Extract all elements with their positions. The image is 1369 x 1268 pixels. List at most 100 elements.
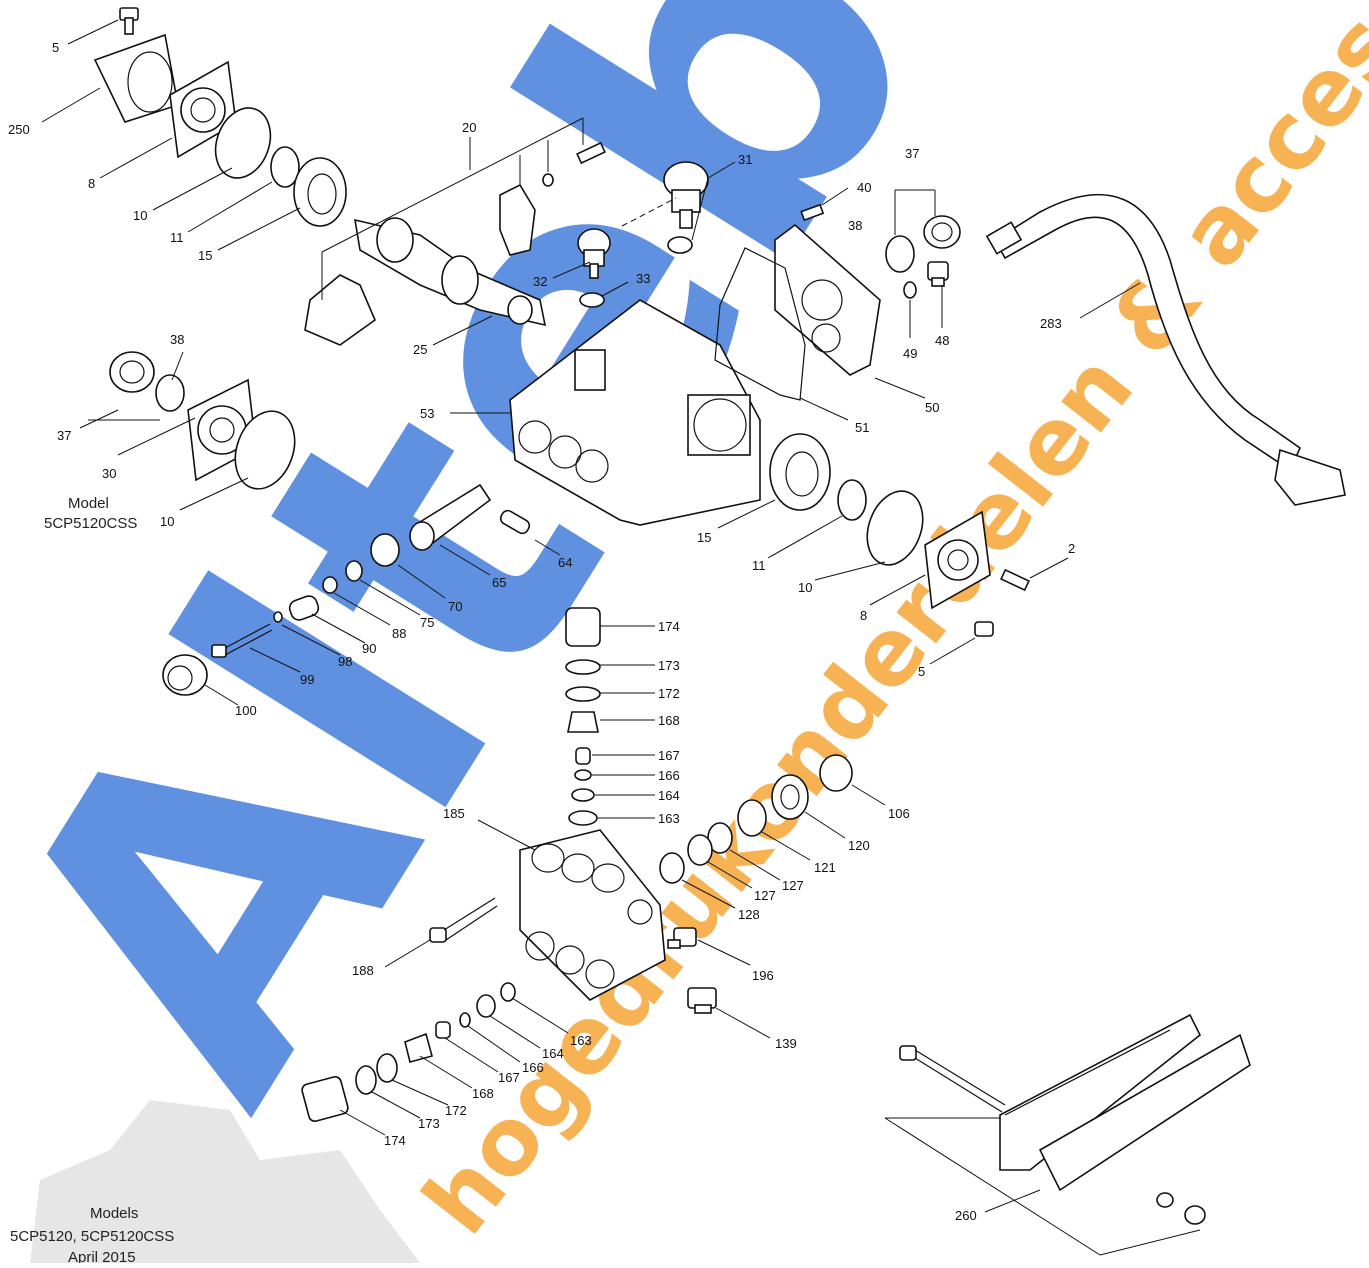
seal-11-right [837,479,867,521]
oring-121 [737,799,767,837]
key-2 [1000,568,1030,592]
label-5-top: 5 [52,40,59,55]
label-98: 98 [338,654,352,669]
oring-49 [903,281,917,299]
bearing-15-right [769,433,831,511]
label-31: 31 [738,152,752,167]
label-5-right: 5 [918,664,925,679]
hose-283 [985,194,1346,506]
bracket-260 [899,1013,1251,1225]
label-15-right: 15 [697,530,711,545]
label-163-bottom: 163 [570,1033,592,1048]
oring-10-right [866,490,924,566]
label-120: 120 [848,838,870,853]
manifold-185 [519,829,666,1001]
pin-64 [499,509,531,535]
models-caption-line2: 5CP5120, 5CP5120CSS [10,1228,174,1245]
seal-120 [771,774,809,820]
label-15-top: 15 [198,248,212,263]
oring-10-top [214,107,272,179]
label-37-right: 37 [905,146,919,161]
label-172-top: 172 [658,686,680,701]
label-53: 53 [420,406,434,421]
captions: Model 5CP5120CSS Models 5CP5120, 5CP5120… [10,495,174,1266]
callout-labels: 5 250 8 10 11 15 20 25 31 32 33 40 37 38… [8,40,1075,1223]
label-174-top: 174 [658,619,680,634]
label-32: 32 [533,274,547,289]
label-188: 188 [352,963,374,978]
label-139: 139 [775,1036,797,1051]
oring-10-left [234,410,296,490]
plug-37-right [923,215,961,249]
label-121: 121 [814,860,836,875]
plunger-rod-65 [409,483,492,551]
label-38-right: 38 [848,218,862,233]
gasket-51 [714,247,806,401]
oring-33 [579,292,605,308]
label-167-bottom: 167 [498,1070,520,1085]
label-2: 2 [1068,541,1075,556]
label-174-bottom: 174 [384,1133,406,1148]
label-173-top: 173 [658,658,680,673]
label-90: 90 [362,641,376,656]
plug-139 [687,987,717,1014]
oring-31b [667,236,693,254]
label-25: 25 [413,342,427,357]
seal-106 [819,754,853,792]
label-49: 49 [903,346,917,361]
label-168-top: 168 [658,713,680,728]
crankcase-53 [509,299,761,526]
label-100: 100 [235,703,257,718]
valve-31 [663,161,709,229]
washer-98 [273,611,283,623]
label-163-top: 163 [658,811,680,826]
label-70: 70 [448,599,462,614]
label-99: 99 [300,672,314,687]
label-40: 40 [857,180,871,195]
label-127a: 127 [754,888,776,903]
gear-watermark-icon [30,1100,420,1263]
washer-38-left [155,374,185,412]
crankshaft-25 [354,217,547,327]
label-11-top: 11 [170,230,184,245]
label-64: 64 [558,555,572,570]
bolt-188 [429,897,498,943]
label-128: 128 [738,907,760,922]
label-127b: 127 [782,878,804,893]
valve-stack-bottom [301,982,516,1122]
bolt-99 [211,623,273,658]
label-11-right: 11 [752,558,766,573]
label-196: 196 [752,968,774,983]
screw-40 [800,203,825,222]
label-167-top: 167 [658,748,680,763]
label-33: 33 [636,271,650,286]
bearing-15-top [293,157,347,227]
models-caption-date: April 2015 [68,1249,136,1263]
rear-cover-50 [774,223,881,376]
label-10-left: 10 [160,514,174,529]
label-164-bottom: 164 [542,1046,564,1061]
label-10-right: 10 [798,580,812,595]
label-185: 185 [443,806,465,821]
label-20: 20 [462,120,476,135]
models-caption-line1: Models [90,1205,138,1222]
washer-38-right [885,235,915,273]
label-8-right: 8 [860,608,867,623]
oring-127a [687,834,713,866]
seal-11-top [270,146,300,188]
leader-lines [41,19,1201,1256]
label-283: 283 [1040,316,1062,331]
label-48: 48 [935,333,949,348]
washer-75 [345,560,363,582]
label-172-bottom: 172 [445,1103,467,1118]
oring-88 [322,576,338,594]
model-caption-line2: 5CP5120CSS [44,515,137,532]
plug-37-left [109,351,155,393]
plunger-90 [288,595,320,621]
label-38-left: 38 [170,332,184,347]
label-75: 75 [420,615,434,630]
cover-250 [93,33,179,123]
label-173-bottom: 173 [418,1116,440,1131]
label-8-top: 8 [88,176,95,191]
